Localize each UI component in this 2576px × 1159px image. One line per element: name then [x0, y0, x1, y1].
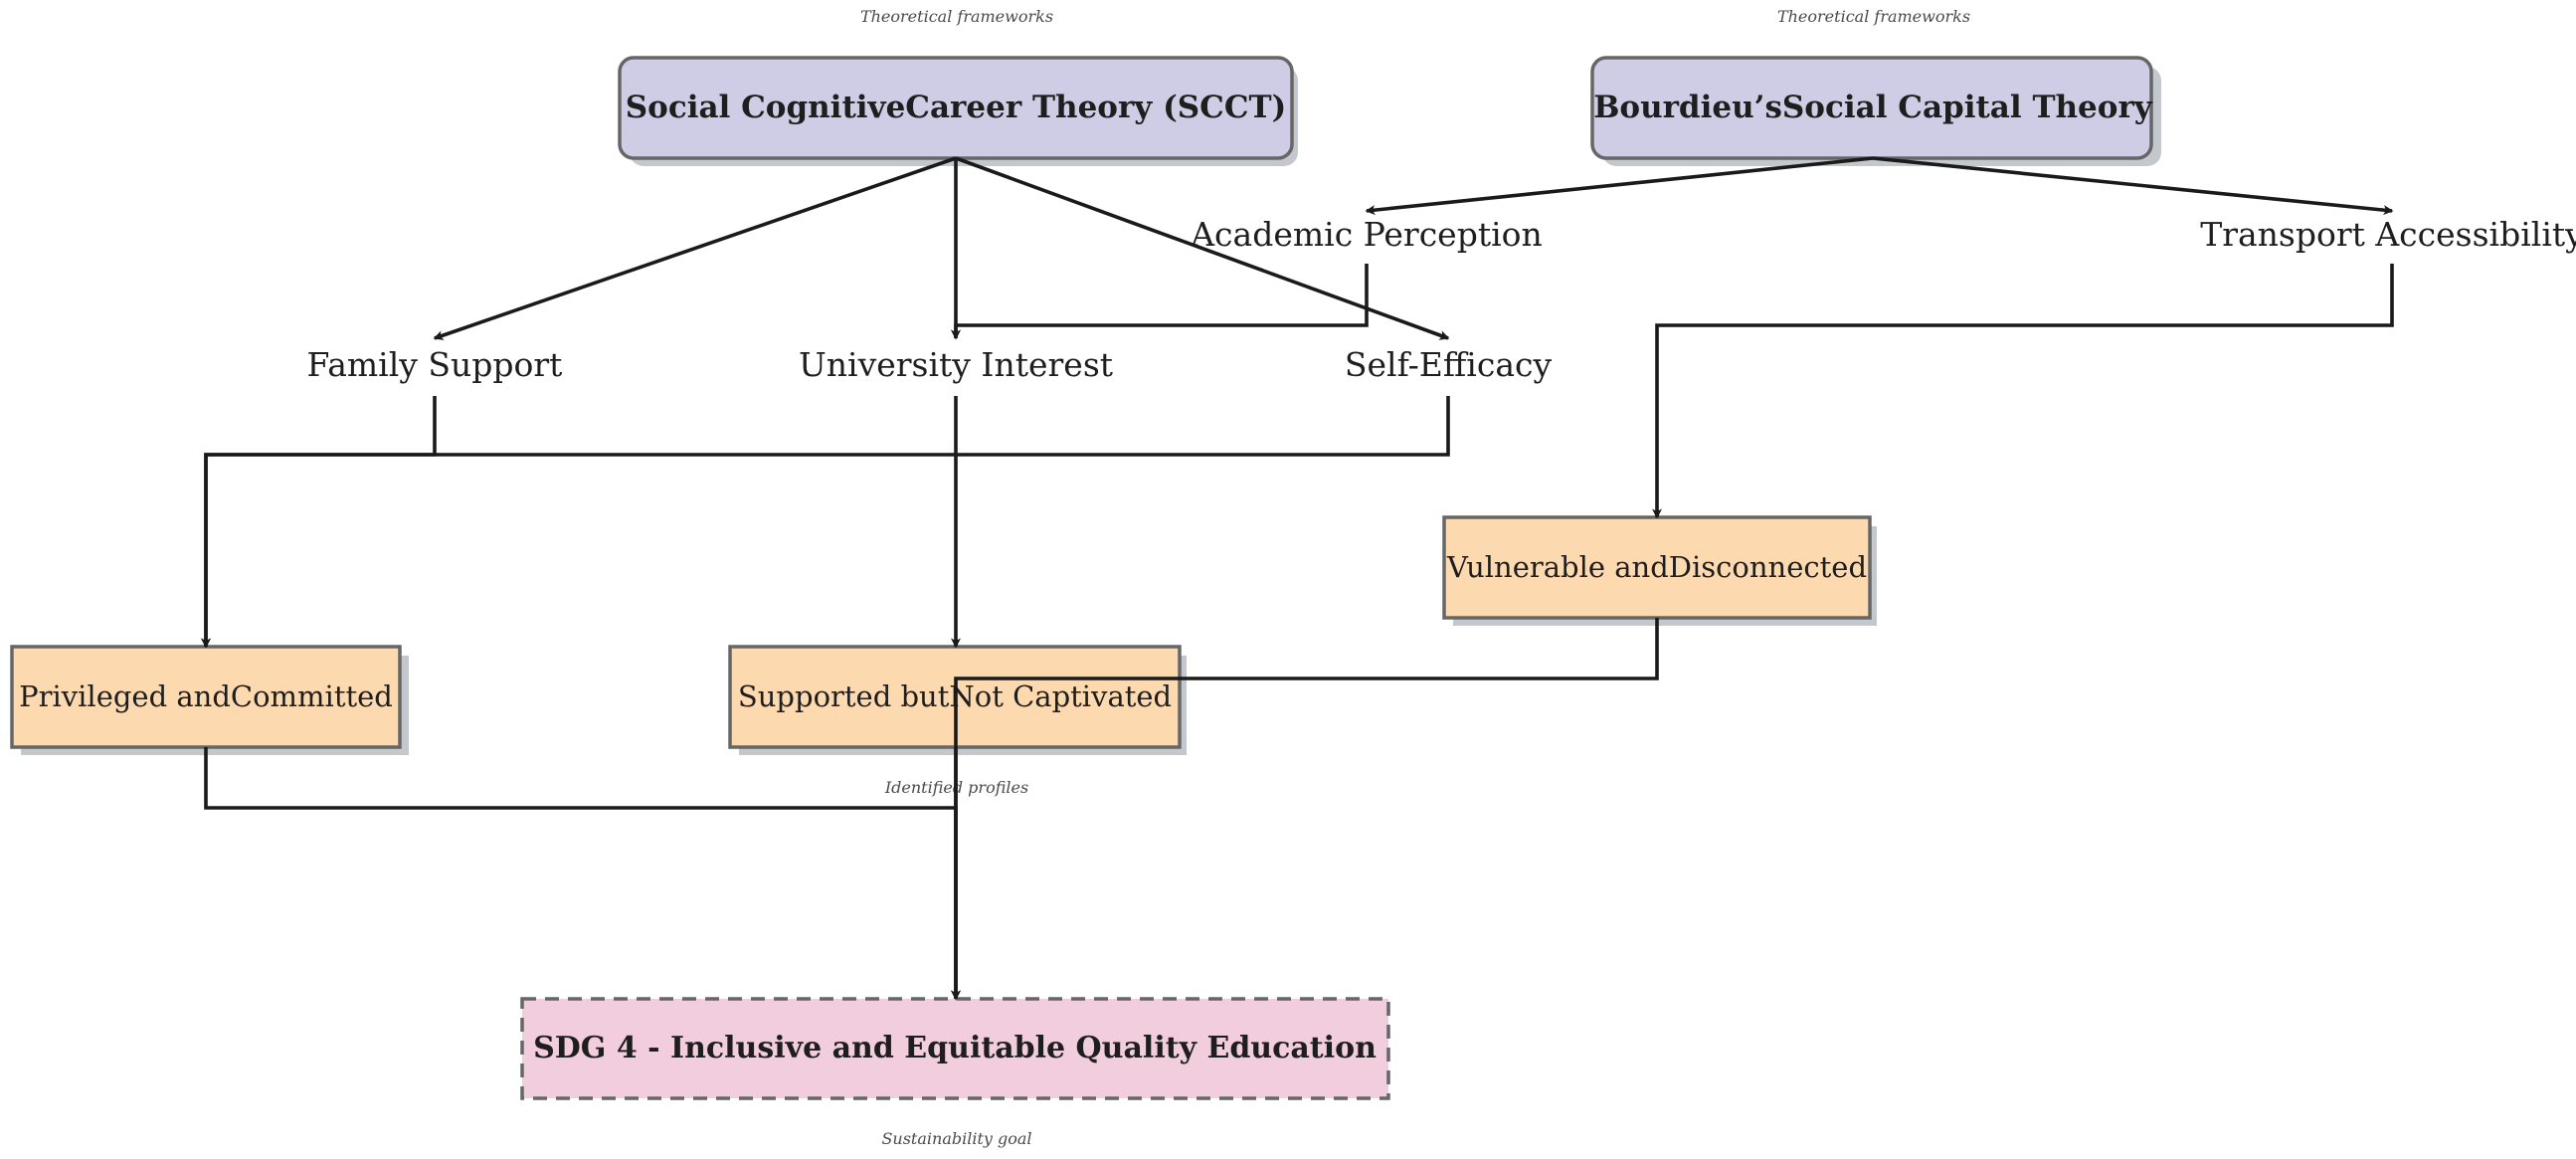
factor-transport-accessibility: Transport Accessibility — [2200, 215, 2576, 254]
edge-privileged-to-sdg4 — [204, 747, 961, 1001]
goal-box-sdg4 — [520, 997, 1390, 1100]
edges — [201, 156, 2394, 1001]
profile-label-privileged: Privileged andCommitted — [19, 679, 393, 713]
theory-node-scct: Social CognitiveCareer Theory (SCCT) — [618, 56, 1298, 166]
goal-node-sdg4: SDG 4 - Inclusive and Equitable Quality … — [520, 997, 1390, 1100]
profile-node-vulnerable: Vulnerable andDisconnected — [1442, 515, 1877, 626]
profile-node-supported: Supported butNot Captivated — [728, 645, 1187, 755]
caption-sustainability-goal: Sustainability goal — [881, 1129, 1031, 1148]
profile-node-privileged: Privileged andCommitted — [10, 645, 409, 755]
factor-self-efficacy: Self-Efficacy — [1345, 345, 1553, 384]
profile-label-vulnerable: Vulnerable andDisconnected — [1446, 550, 1867, 584]
goal-label-sdg4: SDG 4 - Inclusive and Equitable Quality … — [533, 1031, 1377, 1065]
factor-university-interest: University Interest — [799, 345, 1113, 384]
edge-self-efficacy-to-privileged — [201, 396, 1450, 649]
factor-family-support: Family Support — [307, 345, 563, 384]
caption-theoretical-frameworks-right: Theoretical frameworks — [1777, 7, 1970, 26]
profile-box-vulnerable — [1442, 515, 1872, 620]
theory-label-bourdieu: Bourdieu’sSocial Capital Theory — [1593, 90, 2153, 125]
profile-box-privileged — [10, 645, 402, 749]
caption-theoretical-frameworks-left: Theoretical frameworks — [860, 7, 1053, 26]
factor-academic-perception: Academic Perception — [1190, 215, 1543, 254]
edge-transport-accessibility-to-vulnerable — [1652, 264, 2394, 519]
edge-scct-to-family-support — [433, 156, 957, 340]
edge-bourdieu-to-transport-accessibility — [1872, 156, 2394, 216]
theory-label-scct: Social CognitiveCareer Theory (SCCT) — [626, 90, 1287, 125]
edge-academic-perception-to-university-interest — [951, 264, 1369, 340]
theory-node-bourdieu: Bourdieu’sSocial Capital Theory — [1590, 56, 2161, 166]
edge-bourdieu-to-academic-perception — [1365, 156, 1874, 216]
edge-family-support-to-privileged — [201, 396, 437, 649]
